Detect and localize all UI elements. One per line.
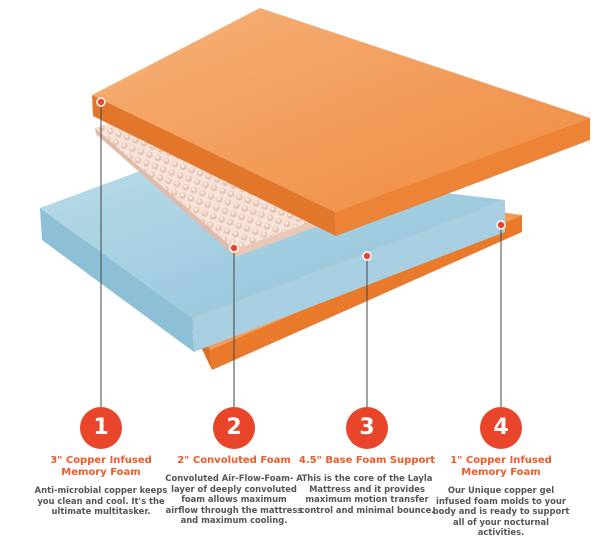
layer-2-title: 2" Convoluted Foam bbox=[177, 455, 291, 466]
layer-4-title: 1" Copper Infused Memory Foam bbox=[450, 455, 552, 478]
layer-3-description: This is the core of the Layla Mattress a… bbox=[299, 473, 435, 515]
layer-2-description: Convoluted Air-Flow-Foam- A layer of dee… bbox=[165, 473, 303, 525]
layer-2-caption: 2" Convoluted Foam Convoluted Air-Flow-F… bbox=[164, 455, 304, 526]
layer-1-title: 3" Copper Infused Memory Foam bbox=[50, 455, 152, 478]
layer-1-top-orange-foam bbox=[92, 8, 590, 236]
layer-1-description: Anti-microbial copper keeps you clean an… bbox=[34, 485, 168, 516]
layer-4-number-badge: 4 bbox=[480, 407, 522, 449]
layer-1-caption: 3" Copper Infused Memory Foam Anti-micro… bbox=[31, 455, 171, 517]
layer-3-number-badge: 3 bbox=[346, 407, 388, 449]
layer-4-caption: 1" Copper Infused Memory Foam Our Unique… bbox=[431, 455, 571, 538]
layer-2-number-badge: 2 bbox=[213, 407, 255, 449]
marker-dots bbox=[96, 97, 506, 261]
layer-3-caption: 4.5" Base Foam Support This is the core … bbox=[297, 455, 437, 515]
layer-1-number-badge: 1 bbox=[80, 407, 122, 449]
layer-4-description: Our Unique copper gel infused foam molds… bbox=[432, 485, 570, 537]
layer-3-title: 4.5" Base Foam Support bbox=[298, 455, 436, 466]
leader-lines bbox=[100, 102, 502, 407]
